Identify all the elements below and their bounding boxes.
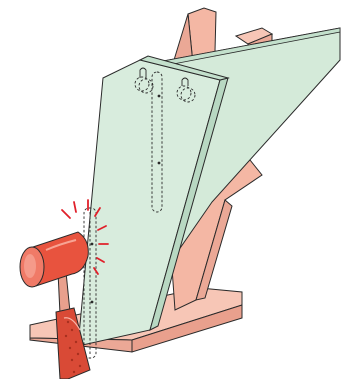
- mallet: [20, 232, 90, 379]
- mallet-head: [20, 232, 88, 287]
